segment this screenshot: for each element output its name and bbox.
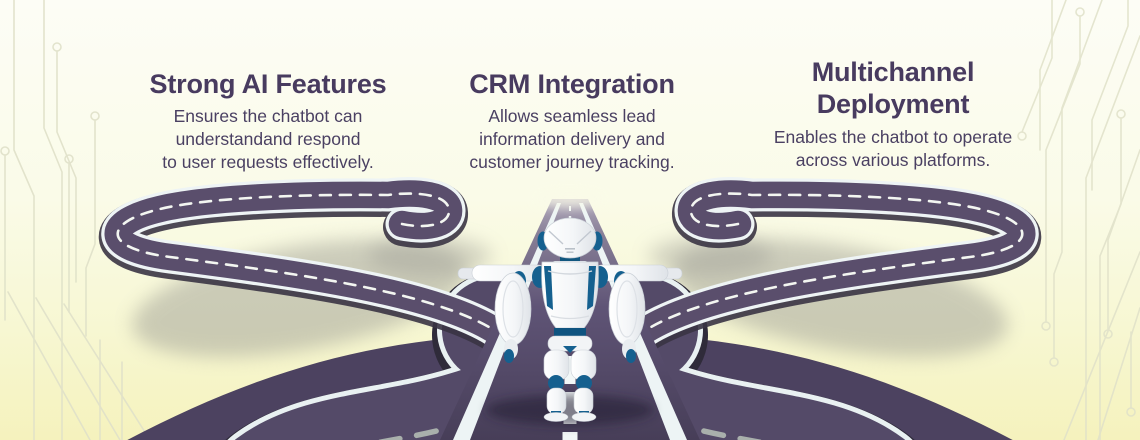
road-shadow: [368, 236, 492, 276]
robot-right-forearm: [608, 272, 646, 346]
horizon-fade: [536, 190, 604, 208]
robot-right-shin: [573, 387, 594, 415]
circuit-traces-right: [1017, 0, 1140, 440]
left-winding-road: [116, 194, 558, 440]
circuit-traces-left: [0, 0, 151, 440]
robot-left-forearm: [494, 272, 532, 346]
robot-head: [543, 217, 597, 259]
robot-left-shin: [546, 387, 567, 415]
robot-shadow: [486, 395, 654, 425]
robot-illustration: [457, 217, 683, 425]
